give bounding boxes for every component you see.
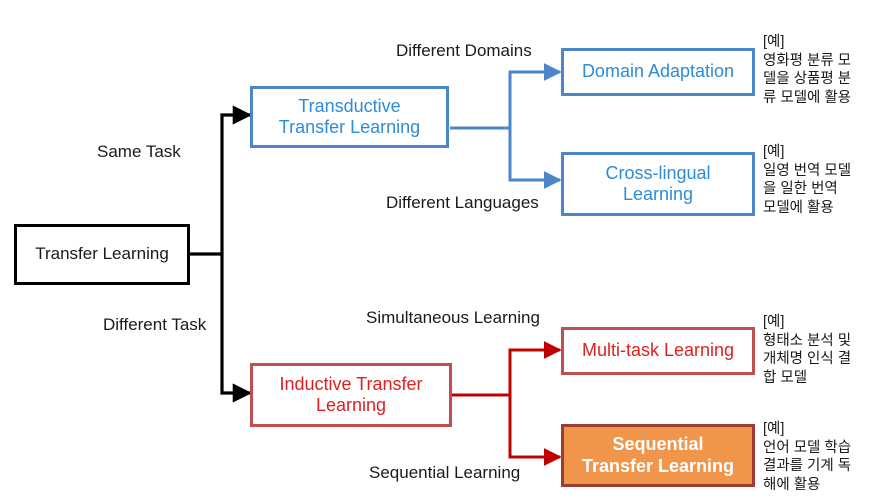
annotation-domain-adaptation: [예] 영화평 분류 모 델을 상품평 분 류 모델에 활용 xyxy=(763,34,852,106)
connector-inductive-split xyxy=(452,341,562,466)
node-transductive-transfer-learning[interactable]: Transductive Transfer Learning xyxy=(250,86,449,148)
edge-label-different-languages: Different Languages xyxy=(386,193,539,212)
annotation-sequential: [예] 언어 모델 학습 결과를 기계 독 해에 활용 xyxy=(763,421,852,493)
node-multi-task-learning[interactable]: Multi-task Learning xyxy=(561,327,755,375)
annotation-multi-task: [예] 형태소 분석 및 개체명 인식 결 합 모델 xyxy=(763,314,852,386)
annotation-cross-lingual: [예] 일영 번역 모델 을 일한 번역 모델에 활용 xyxy=(763,144,852,216)
node-transfer-learning[interactable]: Transfer Learning xyxy=(14,224,190,285)
node-inductive-transfer-learning[interactable]: Inductive Transfer Learning xyxy=(250,363,452,427)
connector-root-split xyxy=(190,105,252,403)
node-sequential-transfer-learning[interactable]: Sequential Transfer Learning xyxy=(561,424,755,487)
edge-label-different-domains: Different Domains xyxy=(396,41,532,60)
node-cross-lingual-learning[interactable]: Cross-lingual Learning xyxy=(561,152,755,216)
edge-label-same-task: Same Task xyxy=(97,142,181,161)
node-domain-adaptation[interactable]: Domain Adaptation xyxy=(561,48,755,96)
edge-label-different-task: Different Task xyxy=(103,315,207,334)
connector-transductive-split xyxy=(450,63,562,189)
edge-label-simultaneous-learning: Simultaneous Learning xyxy=(366,308,540,327)
edge-label-sequential-learning: Sequential Learning xyxy=(369,463,521,482)
